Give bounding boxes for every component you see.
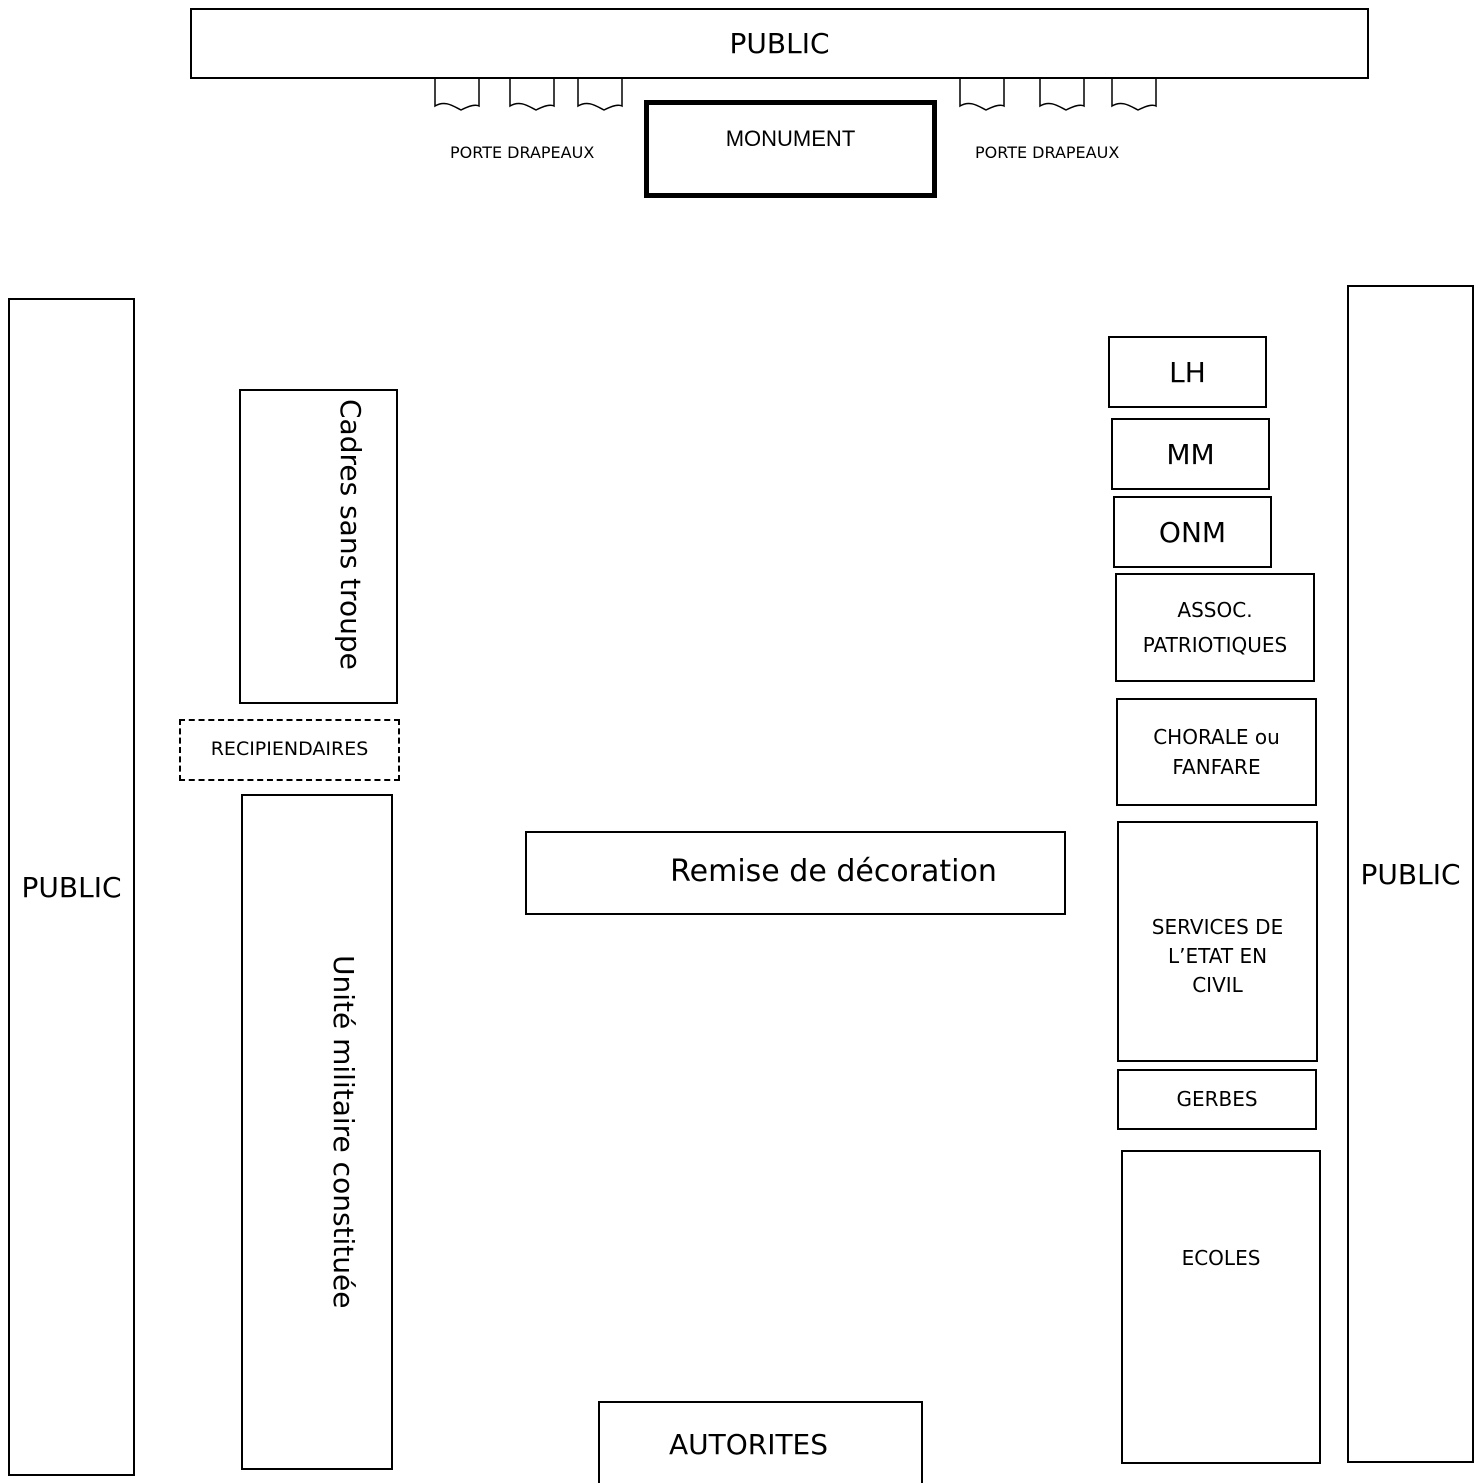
lh-box: LH: [1108, 336, 1267, 408]
flag-icon: [1039, 78, 1085, 111]
unite-label: Unité militaire constituée: [327, 955, 360, 1309]
lh-label: LH: [1169, 355, 1206, 389]
unite-militaire: Unité militaire constituée: [241, 794, 393, 1470]
autorites-label: AUTORITES: [668, 1428, 829, 1461]
gerbes-box: GERBES: [1117, 1069, 1317, 1130]
monument-label: MONUMENT: [725, 126, 856, 151]
chorale-fanfare-box: CHORALE ou FANFARE: [1116, 698, 1317, 806]
chorale-label: CHORALE ou FANFARE: [1153, 725, 1280, 779]
flag-icon: [959, 78, 1005, 111]
onm-label: ONM: [1158, 515, 1227, 549]
flag-icon: [434, 78, 480, 111]
porte-drapeaux-right-label: PORTE DRAPEAUX: [975, 143, 1120, 162]
public-right: PUBLIC: [1347, 285, 1474, 1463]
porte-drapeaux-left-label: PORTE DRAPEAUX: [450, 143, 595, 162]
flag-icon: [1111, 78, 1157, 111]
public-top: PUBLIC: [190, 8, 1369, 79]
ecoles-label: ECOLES: [1181, 1246, 1261, 1270]
flag-icon: [577, 78, 623, 111]
cadres-label: Cadres sans troupe: [334, 399, 367, 670]
services-etat-box: SERVICES DE L’ETAT EN CIVIL: [1117, 821, 1318, 1062]
gerbes-label: GERBES: [1176, 1087, 1258, 1111]
flag-icon: [509, 78, 555, 111]
public-left: PUBLIC: [8, 298, 135, 1476]
mm-box: MM: [1111, 418, 1270, 490]
cadres-sans-troupe: Cadres sans troupe: [239, 389, 398, 704]
ecoles-box: ECOLES: [1121, 1150, 1321, 1464]
onm-box: ONM: [1113, 496, 1272, 568]
services-label: SERVICES DE L’ETAT EN CIVIL: [1151, 915, 1284, 997]
monument: MONUMENT: [644, 100, 937, 198]
public-top-label: PUBLIC: [729, 27, 830, 60]
assoc-patriotiques-box: ASSOC. PATRIOTIQUES: [1115, 573, 1315, 682]
assoc-label: ASSOC. PATRIOTIQUES: [1142, 597, 1288, 657]
mm-label: MM: [1166, 437, 1215, 471]
remise-decoration: Remise de décoration: [525, 831, 1066, 915]
remise-label: Remise de décoration: [670, 854, 997, 889]
recipiendaires-label: RECIPIENDAIRES: [210, 738, 369, 761]
recipiendaires: RECIPIENDAIRES: [179, 719, 400, 781]
public-right-label: PUBLIC: [1360, 858, 1461, 891]
public-left-label: PUBLIC: [21, 870, 122, 904]
autorites: AUTORITES: [598, 1401, 923, 1483]
